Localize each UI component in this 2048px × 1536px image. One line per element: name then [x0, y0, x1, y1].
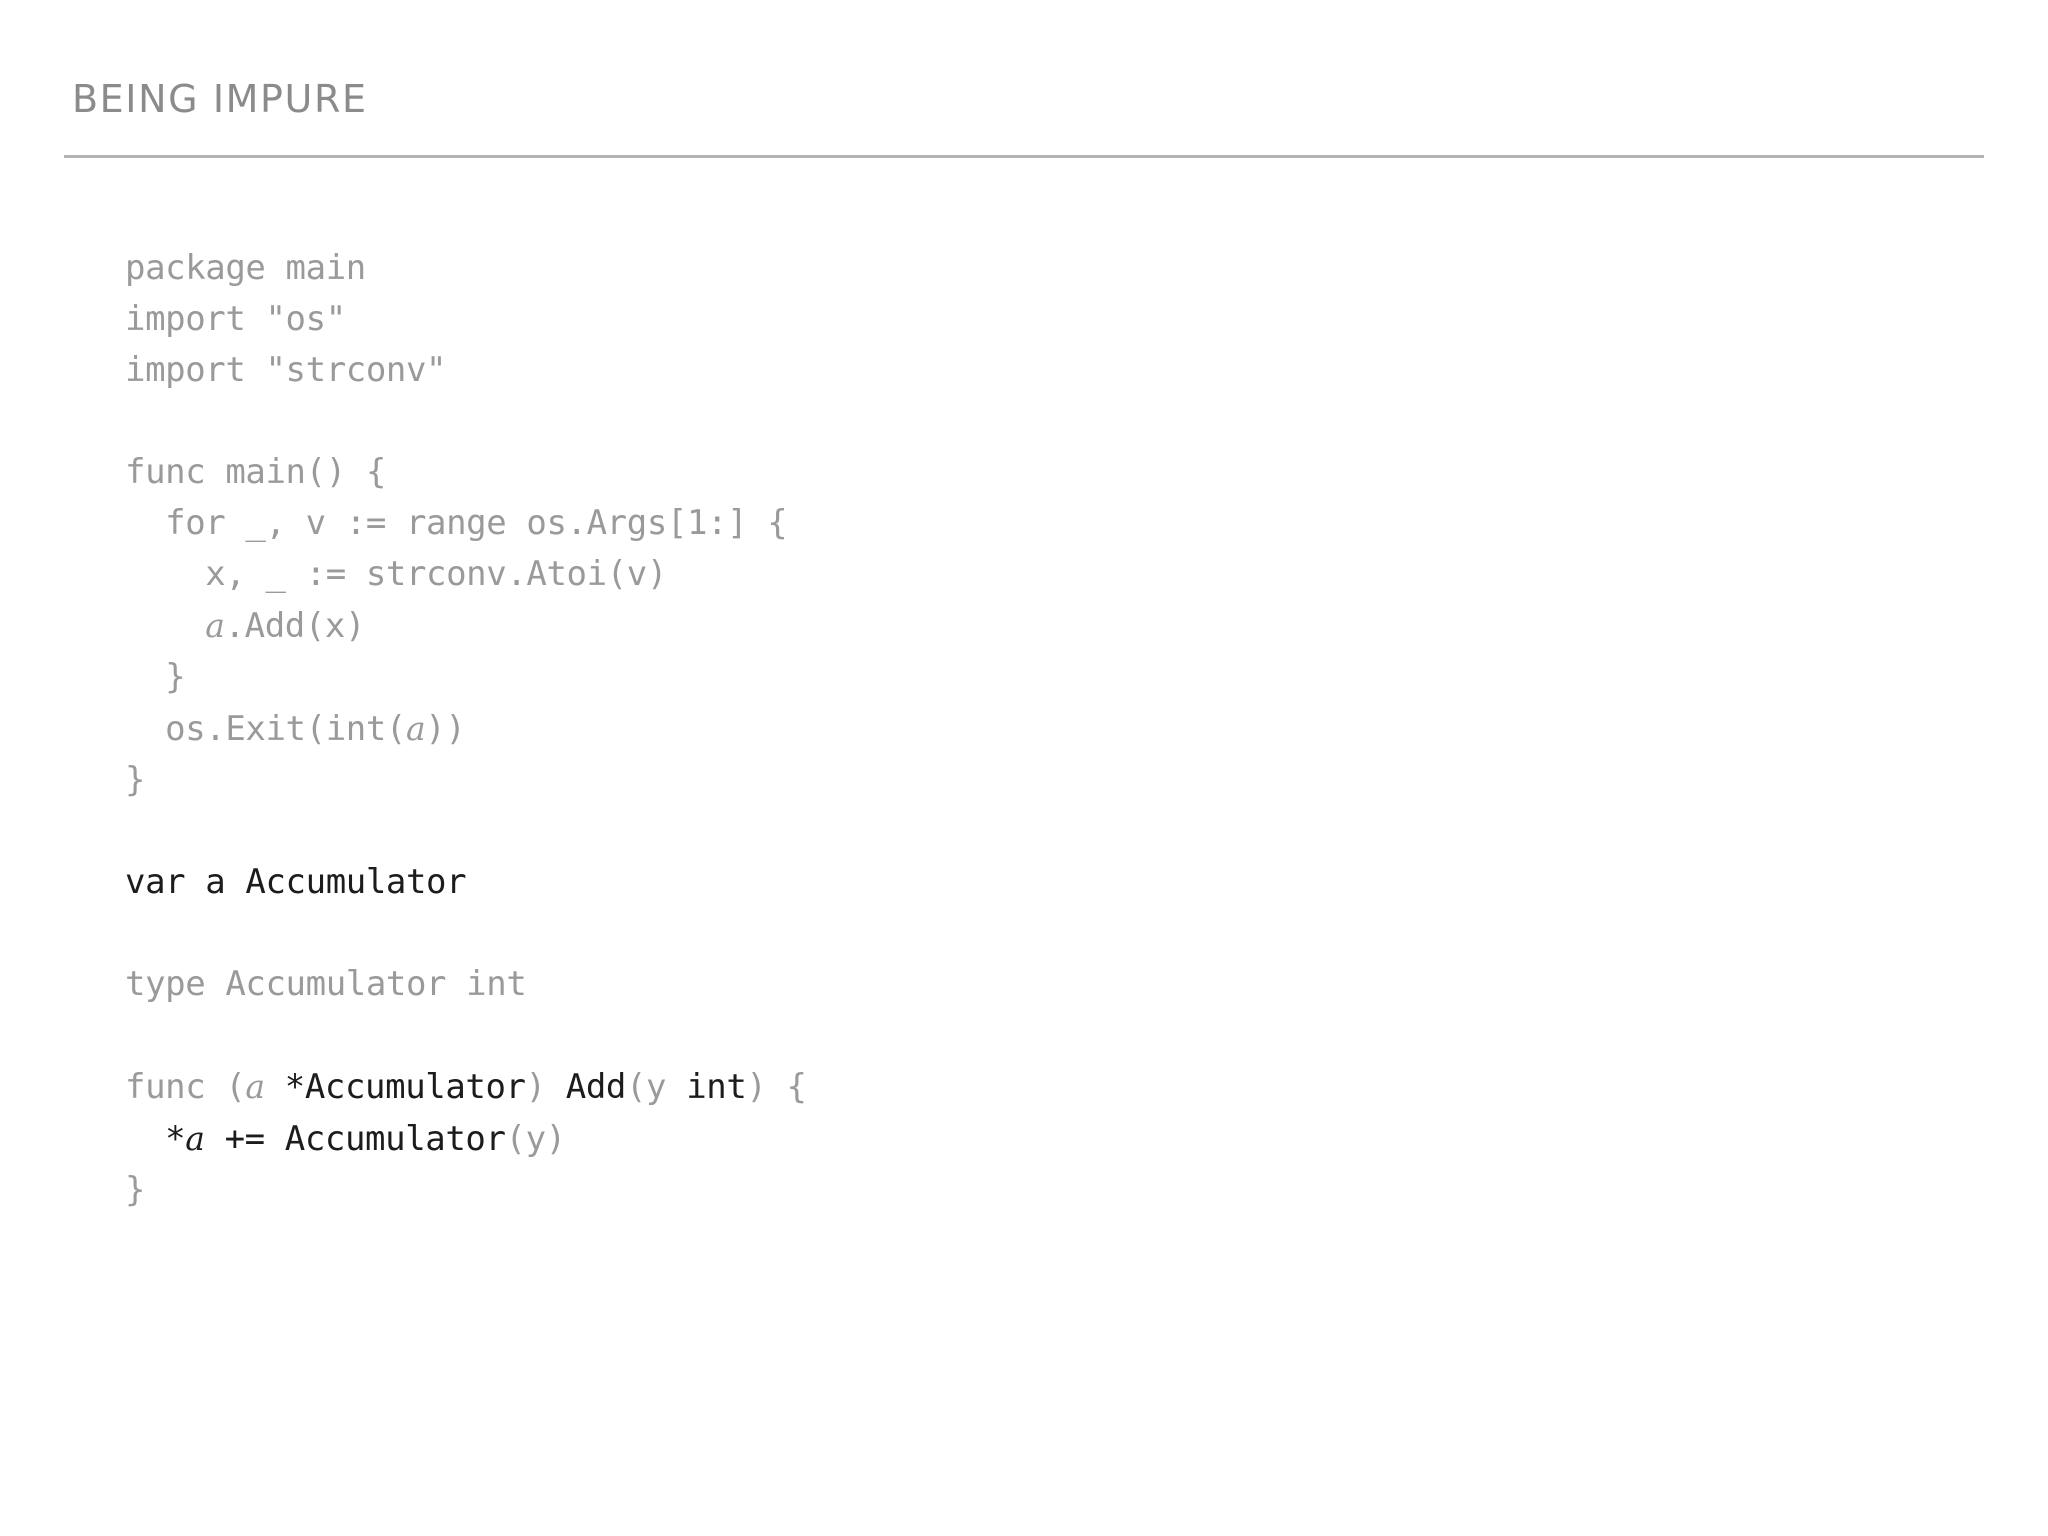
code-line-blank [125, 396, 807, 447]
code-line: *a += Accumulator(y) [125, 1113, 807, 1165]
code-line: import "strconv" [125, 345, 807, 396]
code-line: import "os" [125, 294, 807, 345]
code-token: )) [425, 709, 466, 749]
code-token-highlight: Add [565, 1067, 627, 1107]
code-token: (y [625, 1067, 687, 1107]
code-line: for _, v := range os.Args[1:] { [125, 498, 807, 549]
code-line-blank [125, 908, 807, 959]
code-token: for _, v := range os.Args[1:] { [125, 503, 788, 543]
code-line: a.Add(x) [125, 600, 807, 652]
code-line: } [125, 652, 807, 703]
code-token: func main() { [125, 452, 386, 492]
code-token: type Accumulator int [125, 964, 527, 1004]
code-line: } [125, 1165, 807, 1216]
code-token [125, 606, 205, 646]
code-line: func (a *Accumulator) Add(y int) { [125, 1061, 807, 1113]
code-line: os.Exit(int(a)) [125, 703, 807, 755]
code-line-highlighted: var a Accumulator [125, 857, 807, 908]
code-line-blank [125, 1010, 807, 1061]
code-token-highlight: int [686, 1067, 747, 1107]
code-token-highlight: *Accumulator [284, 1067, 526, 1107]
title-divider [64, 155, 1984, 158]
code-token-highlight: var a Accumulator [125, 862, 467, 902]
code-token: ) [525, 1067, 566, 1107]
code-token: } [125, 760, 146, 800]
code-token [265, 1067, 285, 1107]
code-token-highlight: += Accumulator [204, 1119, 506, 1159]
code-token: } [125, 657, 186, 697]
code-token: x, _ := strconv.Atoi(v) [125, 554, 667, 594]
code-token: .Add(x) [224, 606, 366, 646]
page-title: BEING IMPURE [72, 77, 368, 121]
code-line: func main() { [125, 447, 807, 498]
code-line: } [125, 755, 807, 806]
code-line: type Accumulator int [125, 959, 807, 1010]
code-token: func ( [125, 1067, 246, 1107]
code-token: } [125, 1170, 146, 1210]
code-line: package main [125, 243, 807, 294]
code-token-receiver-a: a [245, 1067, 265, 1106]
code-token: import "os" [125, 299, 346, 339]
code-token: ) { [746, 1067, 807, 1107]
code-token-highlight: * [125, 1119, 186, 1159]
code-token: package main [125, 248, 366, 288]
code-token-receiver-a: a [185, 1119, 205, 1158]
code-token: (y) [505, 1119, 567, 1159]
code-token: os.Exit(int( [125, 709, 406, 749]
code-token-receiver-a: a [405, 709, 426, 748]
code-line: x, _ := strconv.Atoi(v) [125, 549, 807, 600]
code-line-blank [125, 806, 807, 857]
code-block: package main import "os" import "strconv" f… [125, 243, 807, 1216]
code-token-receiver-a: a [205, 606, 225, 645]
code-token: import "strconv" [125, 350, 447, 390]
